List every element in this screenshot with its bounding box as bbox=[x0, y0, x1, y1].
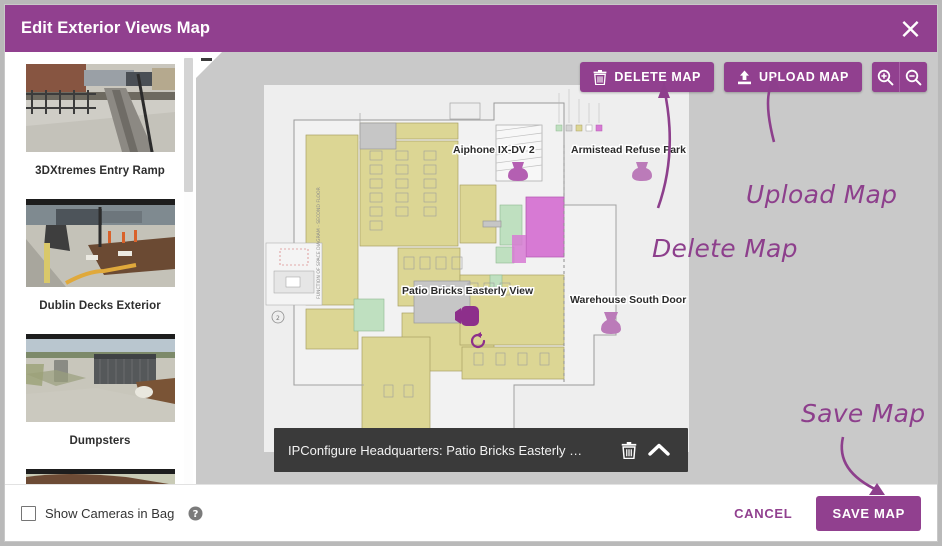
footer-actions: CANCEL SAVE MAP bbox=[724, 495, 921, 531]
close-icon[interactable] bbox=[897, 16, 923, 42]
selected-camera-name: IPConfigure Headquarters: Patio Bricks E… bbox=[288, 442, 583, 458]
cancel-button[interactable]: CANCEL bbox=[724, 498, 802, 529]
page-title: Edit Exterior Views Map bbox=[21, 19, 211, 37]
save-map-button[interactable]: SAVE MAP bbox=[816, 495, 921, 531]
show-cameras-in-bag-control[interactable]: Show Cameras in Bag ? bbox=[21, 505, 203, 521]
zoom-controls bbox=[872, 62, 927, 92]
save-map-annotation: Save Map bbox=[801, 399, 926, 428]
camera-name: Dublin Decks Exterior bbox=[39, 300, 161, 312]
map-marker-label: Aiphone IX-DV 2 bbox=[453, 144, 535, 156]
upload-map-annotation-arrow bbox=[766, 76, 780, 143]
camera-thumbnail[interactable] bbox=[25, 469, 175, 484]
map-marker-label: Warehouse South Door bbox=[570, 294, 687, 306]
zoom-out-icon[interactable] bbox=[900, 62, 927, 92]
show-cameras-in-bag-label: Show Cameras in Bag bbox=[45, 505, 175, 521]
upload-icon bbox=[737, 70, 752, 85]
selected-camera-panel: IPConfigure Headquarters: Patio Bricks E… bbox=[274, 428, 688, 472]
dialog-titlebar: Edit Exterior Views Map bbox=[5, 5, 937, 52]
upload-map-annotation: Upload Map bbox=[746, 180, 898, 209]
edit-map-dialog: Edit Exterior Views Map bbox=[4, 4, 938, 542]
zoom-in-icon[interactable] bbox=[872, 62, 899, 92]
list-item[interactable]: Dumpsters bbox=[5, 334, 195, 469]
show-cameras-in-bag-checkbox[interactable] bbox=[21, 505, 36, 521]
camera-thumbnail[interactable] bbox=[25, 199, 175, 287]
sidebar-scrollbar-thumb[interactable] bbox=[184, 58, 193, 192]
dialog-body: 3DXtremes Entry Ramp bbox=[5, 52, 937, 484]
map-marker-label: Patio Bricks Easterly View bbox=[402, 285, 534, 297]
trash-icon bbox=[593, 69, 607, 85]
camera-name: 3DXtremes Entry Ramp bbox=[35, 165, 165, 177]
camera-thumbnail[interactable] bbox=[25, 64, 175, 152]
map-marker-label: Armistead Refuse Park bbox=[571, 144, 686, 156]
map-canvas[interactable]: 2 FUNCTION OF SPACE DIAGRAM - SECOND FLO… bbox=[196, 52, 937, 484]
dialog-footer: Show Cameras in Bag ? CANCEL SAVE MAP bbox=[5, 484, 937, 541]
delete-map-button[interactable]: DELETE MAP bbox=[580, 62, 714, 92]
list-item[interactable]: Dublin Decks Exterior bbox=[5, 199, 195, 334]
svg-text:?: ? bbox=[193, 509, 199, 520]
camera-list: 3DXtremes Entry Ramp bbox=[5, 52, 195, 484]
delete-map-label: DELETE MAP bbox=[614, 70, 701, 84]
camera-list-sidebar: 3DXtremes Entry Ramp bbox=[5, 52, 196, 484]
list-item[interactable] bbox=[5, 469, 195, 484]
camera-name: Dumpsters bbox=[69, 435, 131, 447]
sidebar-scrollbar-track[interactable] bbox=[184, 56, 193, 484]
upload-map-button[interactable]: UPLOAD MAP bbox=[723, 62, 862, 92]
list-item[interactable]: 3DXtremes Entry Ramp bbox=[5, 64, 195, 199]
svg-text:FUNCTION OF SPACE DIAGRAM - SE: FUNCTION OF SPACE DIAGRAM - SECOND FLOOR bbox=[316, 186, 322, 299]
help-icon[interactable]: ? bbox=[188, 506, 203, 521]
map-toolbar: DELETE MAP UPLOAD MAP bbox=[580, 62, 927, 92]
svg-text:2: 2 bbox=[276, 315, 280, 322]
save-map-annotation-arrow bbox=[840, 436, 885, 495]
trash-icon[interactable] bbox=[614, 435, 644, 465]
delete-map-annotation: Delete Map bbox=[652, 234, 798, 263]
minimize-icon[interactable] bbox=[201, 58, 212, 61]
camera-thumbnail[interactable] bbox=[25, 334, 175, 422]
zoom-divider bbox=[899, 62, 900, 92]
upload-map-label: UPLOAD MAP bbox=[758, 70, 849, 84]
delete-map-annotation-arrow bbox=[656, 82, 672, 209]
floorplan-image: 2 FUNCTION OF SPACE DIAGRAM - SECOND FLO… bbox=[264, 85, 689, 452]
chevron-up-icon[interactable] bbox=[644, 435, 674, 465]
